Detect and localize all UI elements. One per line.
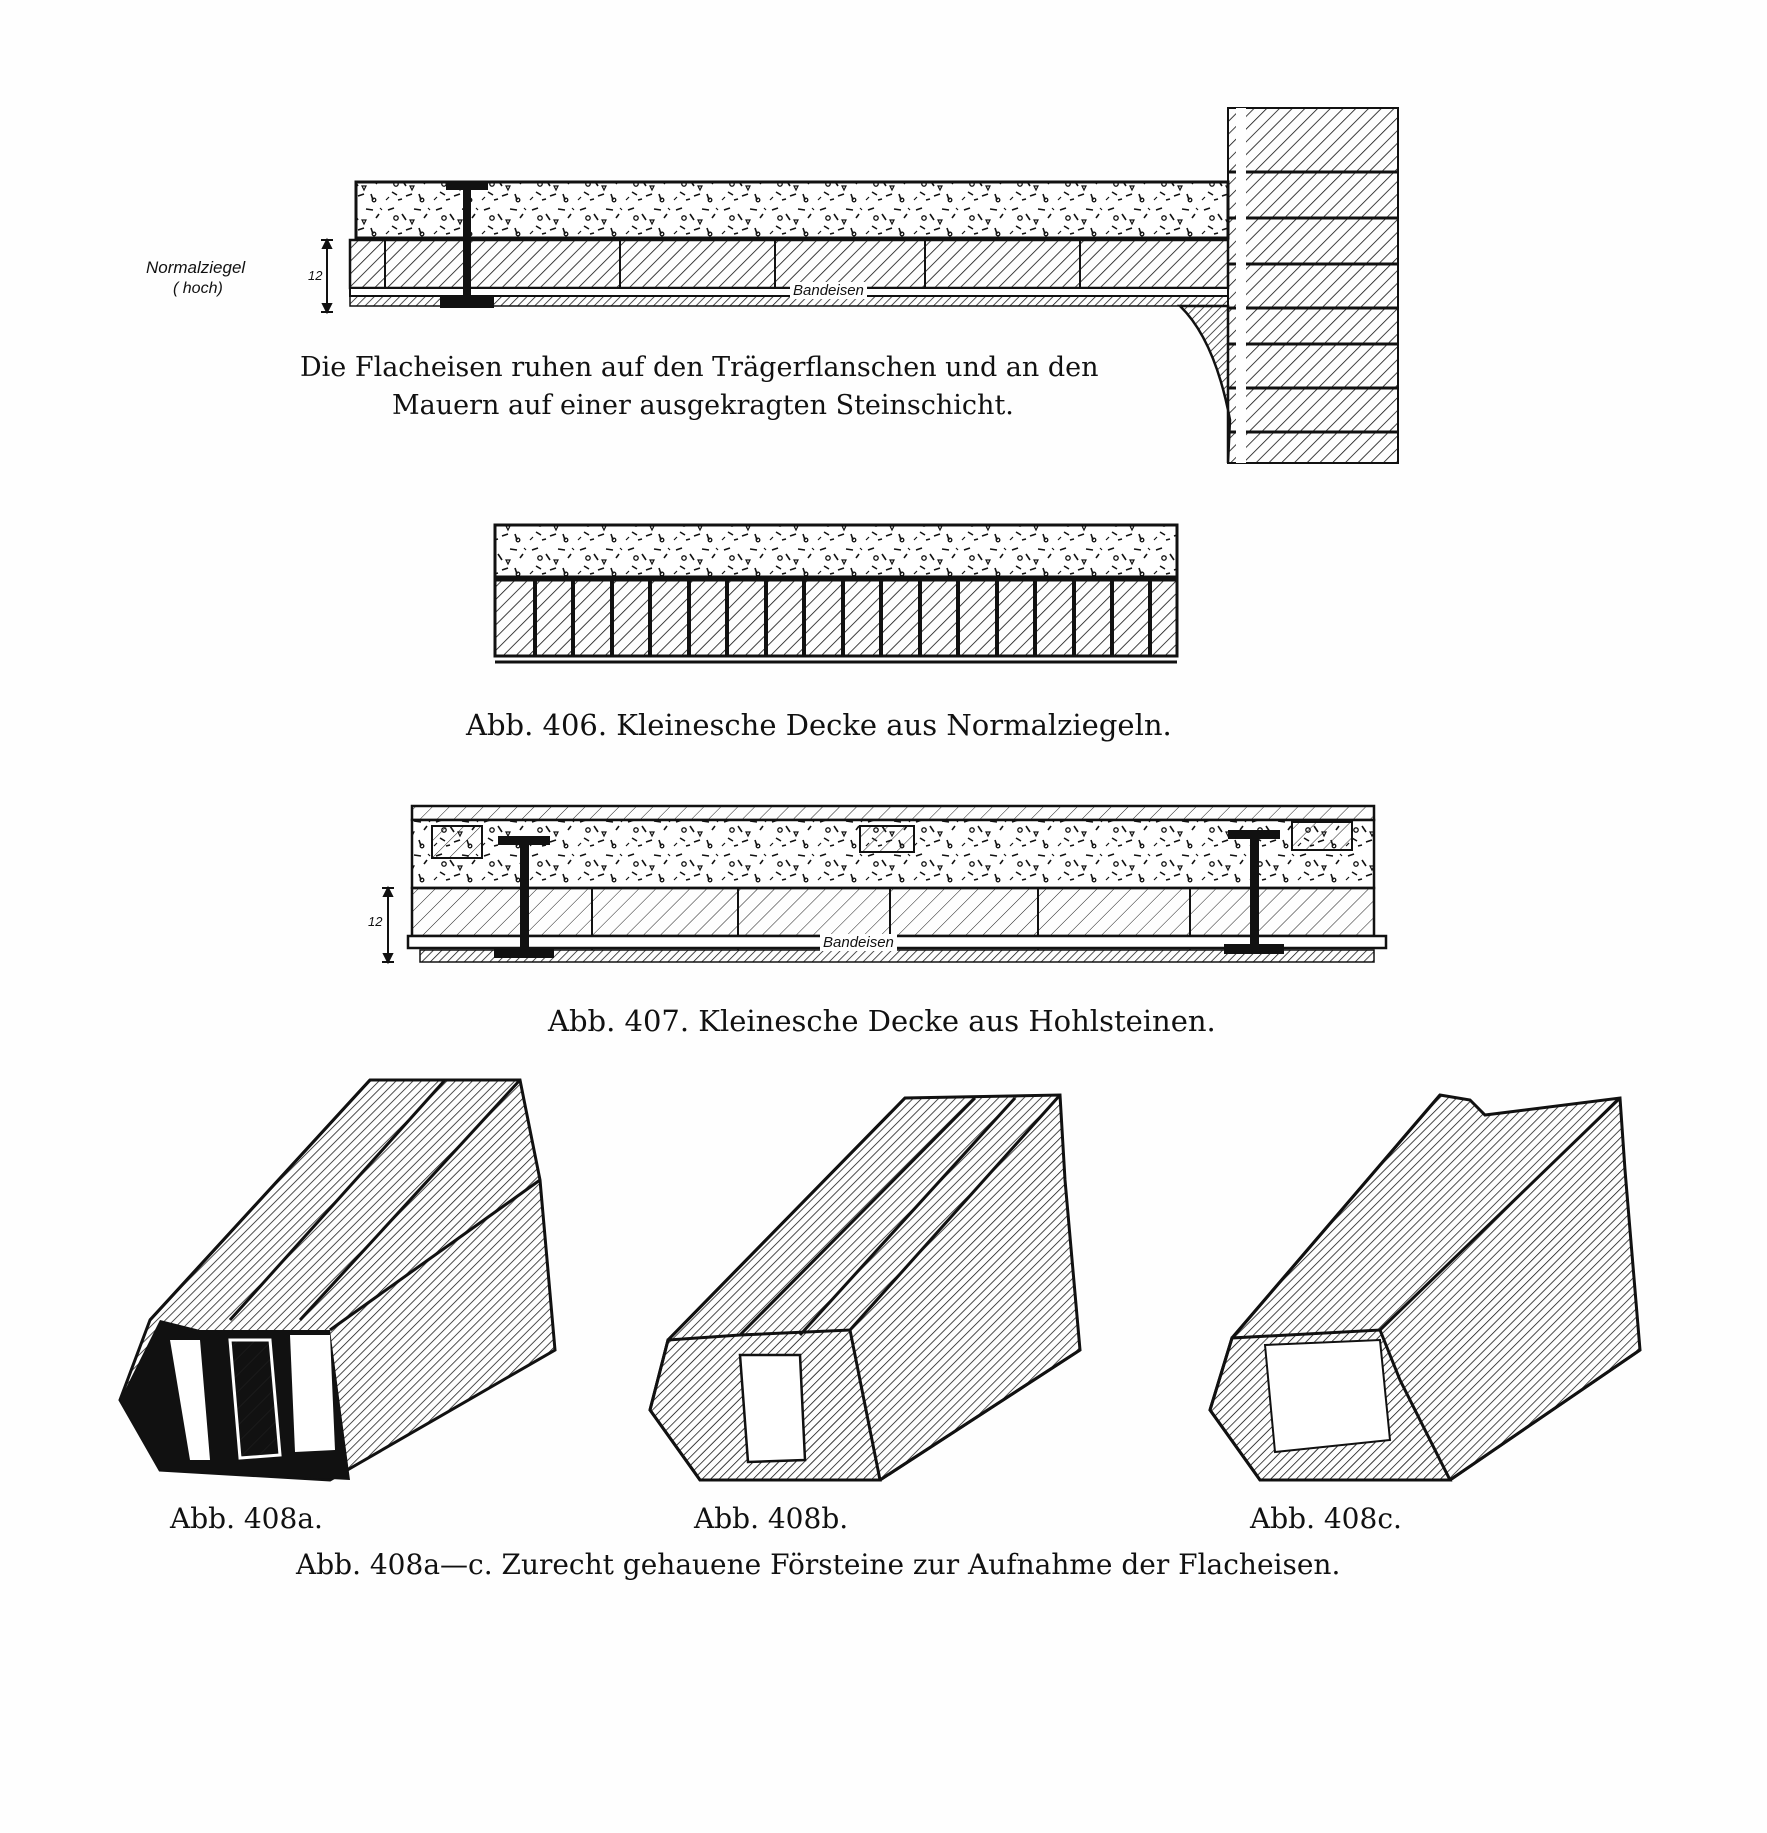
figure-408a-block [118, 1078, 557, 1482]
figure-408b-block [648, 1093, 1082, 1482]
figure-405-ceiling-section [321, 107, 1399, 464]
i-beam [440, 182, 494, 308]
dimension-marker [382, 885, 394, 965]
corbel [1176, 304, 1232, 464]
bandeisen-strip [349, 287, 1229, 297]
caption-405-line-1: Die Flacheisen ruhen auf den Trägerflans… [300, 352, 1099, 383]
dimension-label: 12 [368, 914, 383, 929]
caption-408: Abb. 408a—c. Zurecht gehauene Försteine … [296, 1548, 1341, 1581]
label-normalziegel: Normalziegel [146, 258, 246, 277]
brick-row [493, 578, 1179, 658]
masonry-wall [1227, 107, 1399, 464]
concrete-layer [354, 180, 1230, 240]
label-bandeisen: Bandeisen [820, 934, 897, 951]
caption-406: Abb. 406. Kleinesche Decke aus Normalzie… [466, 708, 1172, 742]
label-408b: Abb. 408b. [694, 1502, 849, 1535]
caption-405-line-2: Mauern auf einer ausgekragten Steinschic… [392, 390, 1014, 421]
dimension-label: 12 [308, 268, 323, 283]
bandeisen-strip [406, 934, 1388, 950]
figure-408c-block [1208, 1093, 1642, 1482]
i-beam-right [1224, 830, 1284, 954]
concrete-layer [493, 523, 1179, 579]
figure-407-hollow-block-ceiling [382, 804, 1388, 965]
label-bandeisen: Bandeisen [790, 282, 867, 299]
label-hoch: ( hoch) [173, 280, 223, 297]
i-beam-left [494, 836, 554, 958]
floor-boards [410, 804, 1376, 822]
caption-407: Abb. 407. Kleinesche Decke aus Hohlstein… [548, 1004, 1216, 1038]
dimension-marker [321, 237, 333, 315]
label-408c: Abb. 408c. [1250, 1502, 1402, 1535]
hollow-block-row [410, 886, 1376, 938]
brick-layer [348, 238, 1230, 290]
figure-406-brick-ceiling [493, 523, 1179, 664]
label-408a: Abb. 408a. [170, 1502, 323, 1535]
